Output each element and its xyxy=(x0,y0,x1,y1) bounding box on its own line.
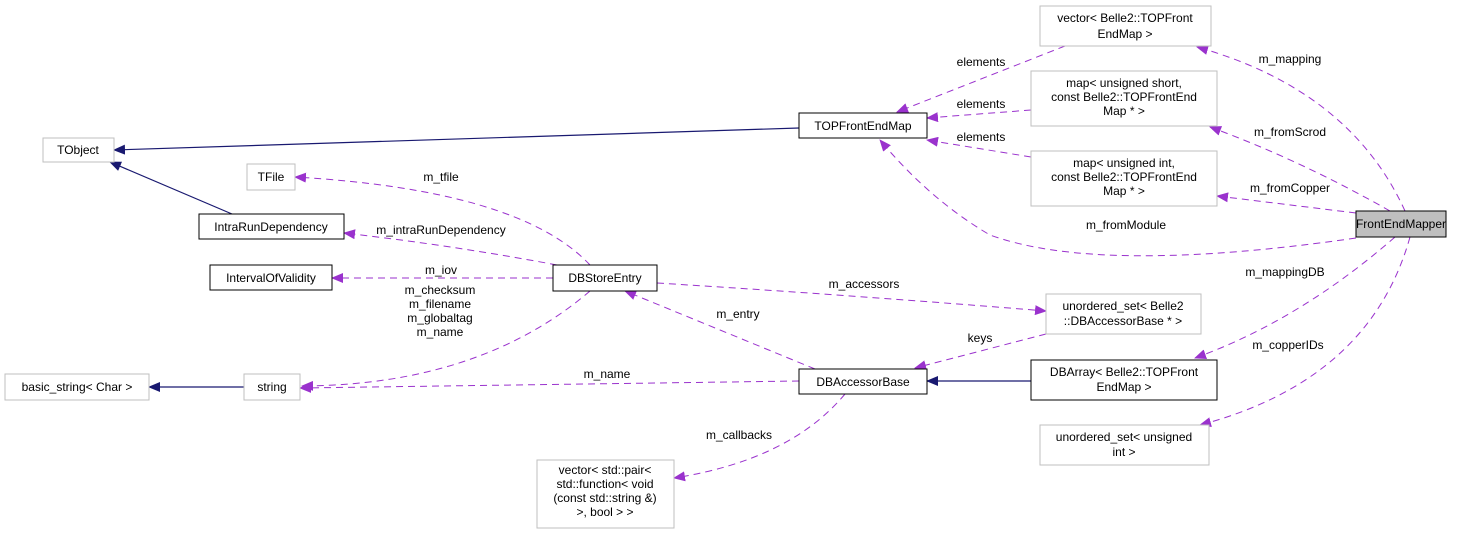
edge-m-accessors xyxy=(656,282,1047,316)
node-dbstore-entry[interactable]: DBStoreEntry xyxy=(552,264,658,292)
node-label: IntraRunDependency xyxy=(214,220,327,234)
node-map-unsigned-short[interactable]: map< unsigned short, const Belle2::TOPFr… xyxy=(1030,70,1218,127)
edge-label: elements xyxy=(957,55,1006,69)
node-map-unsigned-int[interactable]: map< unsigned int, const Belle2::TOPFron… xyxy=(1030,150,1218,207)
node-label: EndMap > xyxy=(1096,380,1151,394)
node-tobject[interactable]: TObject xyxy=(42,137,115,163)
edge-m-mappingdb xyxy=(1194,236,1396,359)
edge-label: m_entry xyxy=(716,307,759,321)
edge-elements-map-short xyxy=(926,109,1032,123)
edge-label: m_accessors xyxy=(829,277,900,291)
node-label: map< unsigned int, xyxy=(1073,156,1175,170)
node-label: ::DBAccessorBase * > xyxy=(1064,314,1182,328)
node-label: Map * > xyxy=(1103,184,1145,198)
node-label: DBAccessorBase xyxy=(816,375,910,389)
node-basic-string[interactable]: basic_string< Char > xyxy=(4,373,150,401)
node-label: DBStoreEntry xyxy=(568,271,641,285)
edge-elements-map-int xyxy=(926,136,1032,158)
edge-m-tfile xyxy=(294,172,591,266)
node-label: const Belle2::TOPFrontEnd xyxy=(1051,90,1197,104)
node-dbarray-top-front-end-map[interactable]: DBArray< Belle2::TOPFront EndMap > xyxy=(1030,359,1218,401)
edge-m-fromscrod xyxy=(1209,126,1391,212)
edge-m-copperids xyxy=(1199,236,1411,428)
edge-topfem-tobject xyxy=(113,127,800,155)
node-label: vector< Belle2::TOPFront xyxy=(1057,11,1193,25)
edge-m-entry xyxy=(624,290,816,370)
edge-m-frommodule xyxy=(879,139,1357,257)
edge-label: m_fromModule xyxy=(1086,218,1166,232)
node-vector-top-front-end-map[interactable]: vector< Belle2::TOPFront EndMap > xyxy=(1039,5,1212,47)
edge-elements-vector xyxy=(896,45,1066,113)
edge-label: m_name xyxy=(584,367,631,381)
edge-label: m_callbacks xyxy=(706,428,772,442)
node-label: TObject xyxy=(57,143,99,157)
node-front-end-mapper[interactable]: FrontEndMapper xyxy=(1355,210,1447,238)
edge-label: m_mappingDB xyxy=(1245,265,1324,279)
node-label: DBArray< Belle2::TOPFront xyxy=(1050,365,1199,379)
edge-label: elements xyxy=(957,97,1006,111)
node-tfile[interactable]: TFile xyxy=(246,163,296,191)
edge-label: m_mapping xyxy=(1259,52,1322,66)
node-label: TOPFrontEndMap xyxy=(814,119,911,133)
node-label: vector< std::pair< xyxy=(559,463,652,477)
node-unordered-set-unsigned-int[interactable]: unordered_set< unsigned int > xyxy=(1039,424,1210,466)
node-string[interactable]: string xyxy=(243,373,301,401)
edge-label: m_iov xyxy=(425,263,457,277)
node-callbacks-vector[interactable]: vector< std::pair< std::function< void (… xyxy=(536,459,675,529)
node-label: unordered_set< Belle2 xyxy=(1062,299,1183,313)
edge-dbstore-string xyxy=(301,290,591,391)
edge-keys xyxy=(914,333,1047,371)
node-label: map< unsigned short, xyxy=(1066,76,1182,90)
edge-label: m_fromScrod xyxy=(1254,125,1326,139)
edge-m-callbacks xyxy=(673,393,846,482)
edge-label: m_intraRunDependency xyxy=(376,223,505,237)
edge-m-intra xyxy=(343,229,558,266)
edge-m-fromcopper xyxy=(1216,192,1357,214)
edge-label: m_filename xyxy=(409,297,471,311)
node-top-front-end-map[interactable]: TOPFrontEndMap xyxy=(798,112,928,139)
node-label: TFile xyxy=(258,170,285,184)
node-label: unordered_set< unsigned xyxy=(1056,430,1192,444)
edge-intra-tobject xyxy=(109,161,233,215)
node-label: const Belle2::TOPFrontEnd xyxy=(1051,170,1197,184)
edge-label: m_name xyxy=(417,325,464,339)
node-label: Map * > xyxy=(1103,104,1145,118)
edge-label: m_tfile xyxy=(423,170,459,184)
node-label: >, bool > > xyxy=(576,505,633,519)
node-label: std::function< void xyxy=(556,477,653,491)
edge-label: m_globaltag xyxy=(407,311,472,325)
edge-label: m_copperIDs xyxy=(1252,338,1323,352)
node-intra-run-dependency[interactable]: IntraRunDependency xyxy=(198,213,345,240)
node-label: (const std::string &) xyxy=(553,491,656,505)
edge-m-mapping xyxy=(1196,45,1406,212)
node-dbaccessor-base[interactable]: DBAccessorBase xyxy=(798,368,928,395)
node-label: FrontEndMapper xyxy=(1356,217,1446,231)
edge-label: keys xyxy=(968,331,993,345)
node-label: int > xyxy=(1112,445,1135,459)
node-interval-of-validity[interactable]: IntervalOfValidity xyxy=(209,264,333,291)
node-label: basic_string< Char > xyxy=(22,380,133,394)
edge-m-name xyxy=(299,380,800,393)
edge-label: elements xyxy=(957,130,1006,144)
node-label: string xyxy=(257,380,286,394)
node-label: EndMap > xyxy=(1097,27,1152,41)
edge-label: m_fromCopper xyxy=(1250,181,1330,195)
node-label: IntervalOfValidity xyxy=(226,271,316,285)
node-unordered-set-dbaccessor[interactable]: unordered_set< Belle2 ::DBAccessorBase *… xyxy=(1045,293,1202,335)
edge-label: m_checksum xyxy=(405,283,476,297)
